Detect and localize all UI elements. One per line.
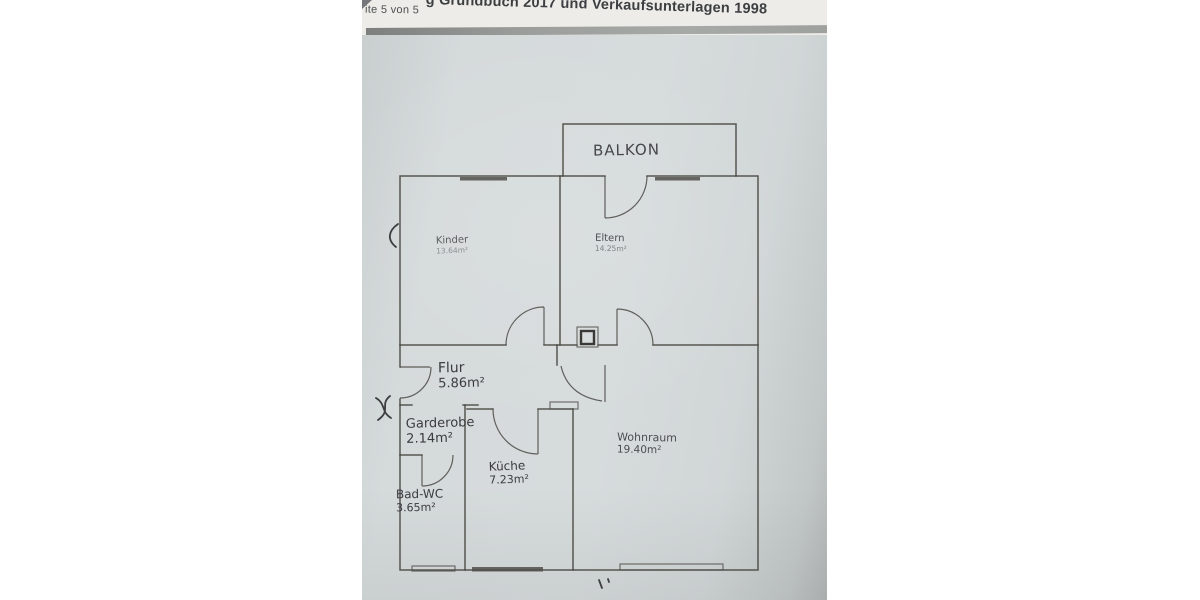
room-label-wohnraum: Wohnraum 19.40m² <box>617 430 677 456</box>
balcony-label: BALKON <box>592 140 661 160</box>
door-kinder <box>505 306 545 346</box>
room-label-flur: Flur 5.86m² <box>437 359 486 392</box>
shaft-outline <box>576 326 599 348</box>
window-eltern-icon <box>655 177 700 181</box>
room-name-kueche: Küche <box>488 458 526 474</box>
scribble-entrance <box>375 395 392 421</box>
scribble-below-plan <box>598 578 610 589</box>
window-badwc-icon <box>411 565 456 572</box>
room-area-garderobe: 2.14m² <box>406 430 454 447</box>
scribble-left-wall <box>388 223 399 248</box>
floorplan-drawing <box>375 123 759 589</box>
room-area-wohnraum: 19.40m² <box>616 443 662 457</box>
scanned-floorplan-page: BALKON Kinder 13.64m² Eltern 14.25m² Flu… <box>362 35 827 600</box>
room-name-garderobe: Garderobe <box>405 415 475 432</box>
door-wohnraum <box>560 365 606 402</box>
window-wohnraum-icon <box>619 563 724 571</box>
door-balcony <box>604 175 648 219</box>
room-name-flur: Flur <box>437 359 465 377</box>
threshold-wohnraum <box>549 401 579 410</box>
room-area-kinder: 13.64m² <box>436 245 469 256</box>
room-name-eltern: Eltern <box>594 232 625 245</box>
door-kueche <box>492 408 539 455</box>
balcony-walls <box>562 123 737 177</box>
door-entrance <box>399 366 432 399</box>
room-name-wohnraum: Wohnraum <box>616 430 678 445</box>
room-label-kinder: Kinder 13.64m² <box>436 234 469 255</box>
room-area-kueche: 7.23m² <box>489 472 530 487</box>
door-eltern <box>616 308 654 346</box>
outer-walls <box>399 175 759 571</box>
photo-corner-shadow <box>362 0 372 9</box>
document-title: g Grundbuch 2017 und Verkaufsunterlagen … <box>425 0 768 18</box>
room-label-kueche: Küche 7.23m² <box>489 458 530 486</box>
room-area-flur: 5.86m² <box>438 375 486 392</box>
page-number-label: ite 5 von 5 <box>364 3 420 17</box>
shaft-core <box>579 329 596 346</box>
document-photo: ite 5 von 5 g Grundbuch 2017 und Verkauf… <box>362 0 827 600</box>
room-area-eltern: 14.25m² <box>594 243 627 254</box>
room-label-eltern: Eltern 14.25m² <box>595 233 627 254</box>
room-name-badwc: Bad-WC <box>395 486 444 502</box>
window-kinder-icon <box>460 177 507 181</box>
room-area-badwc: 3.65m² <box>396 500 436 515</box>
door-badwc <box>421 454 454 487</box>
room-label-garderobe: Garderobe 2.14m² <box>406 415 475 447</box>
window-kueche-icon <box>472 567 543 572</box>
room-label-badwc: Bad-WC 3.65m² <box>396 487 444 515</box>
